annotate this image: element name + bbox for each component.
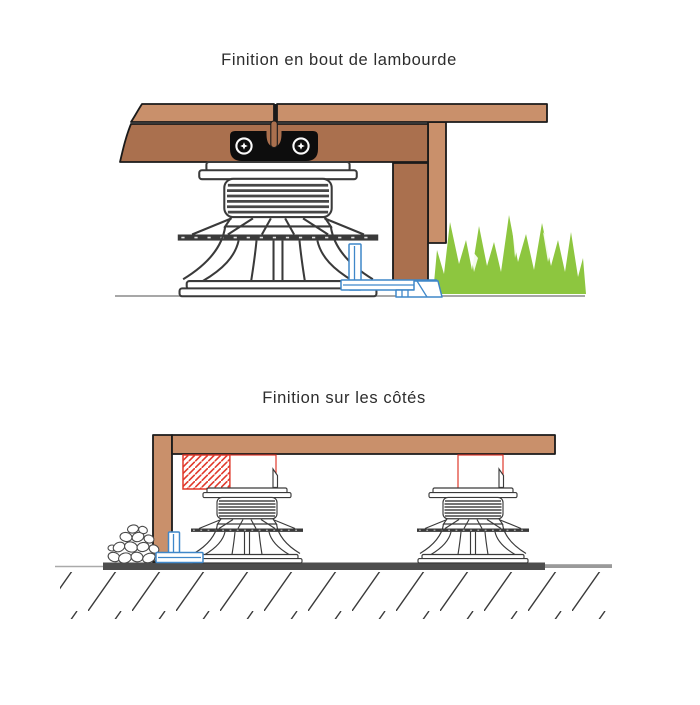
deck-board-right (276, 103, 548, 123)
ground-slab (103, 562, 545, 570)
diagram1-title: Finition en bout de lambourde (221, 51, 457, 69)
joist-section-2 (457, 454, 504, 490)
gravel-pile (107, 524, 165, 564)
end-fascia-board (392, 162, 429, 282)
grass (433, 215, 586, 294)
deck-board-left (130, 103, 275, 123)
clip-screw-right (292, 137, 310, 155)
ground-hatching (60, 572, 612, 619)
adjustable-pedestal-left (190, 467, 304, 564)
clip-screw-left (235, 137, 253, 155)
diagram2-title: Finition sur les côtés (262, 389, 426, 407)
diagram-end-of-joist (115, 103, 586, 298)
side-fascia-strip (427, 121, 447, 244)
edge-clip-blue (340, 243, 443, 298)
joist-section-1 (229, 454, 277, 490)
edge-clip-blue-bottom (155, 531, 204, 564)
fixing-clip (230, 131, 318, 161)
joist-section-hatched (182, 454, 231, 490)
diagram-sides (55, 434, 612, 619)
ground-slab-right (545, 564, 612, 568)
adjustable-pedestal-right (416, 467, 530, 564)
deck-tongue (270, 120, 278, 149)
adjustable-pedestal-top (176, 160, 380, 298)
deck-board (171, 434, 556, 455)
